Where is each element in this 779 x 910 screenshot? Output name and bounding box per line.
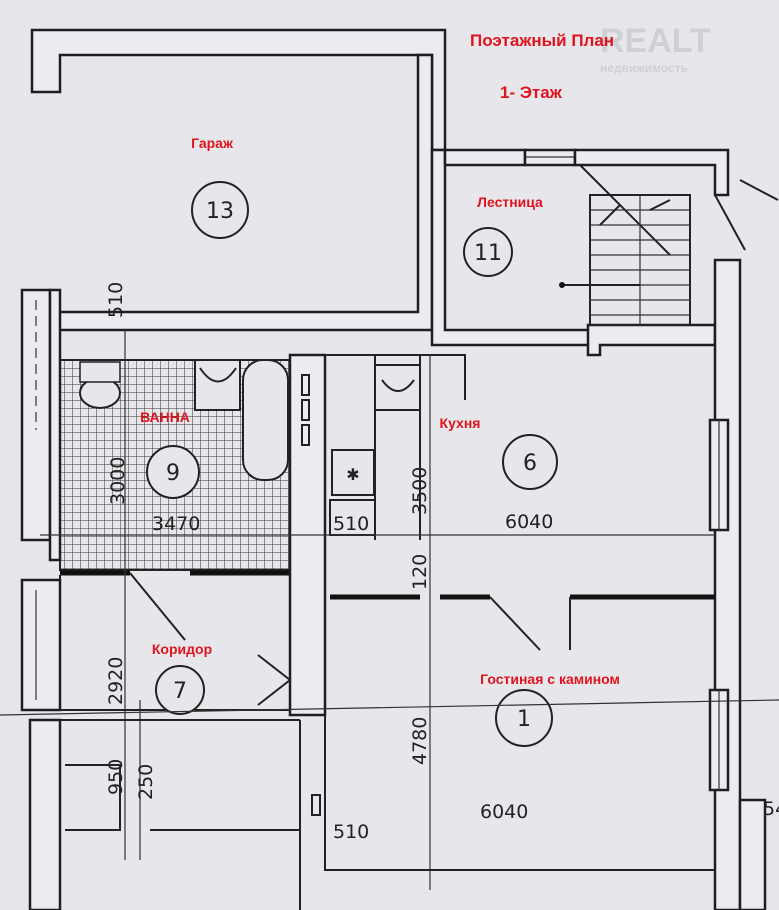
kitchen-sink-icon [374, 364, 421, 411]
dim-bath-height: 3000 [107, 457, 129, 505]
dim-living-height: 4780 [409, 717, 431, 765]
room-label-living: Гостиная с камином [480, 671, 620, 687]
bathtub-icon [242, 359, 289, 481]
dimension-lines [40, 330, 715, 890]
room-number-kitchen: 6 [523, 451, 537, 476]
sink-icon [194, 359, 241, 411]
stove-star-icon: ✱ [346, 467, 359, 484]
dim-living-width: 6040 [480, 801, 528, 823]
dim-wall-top: 510 [105, 282, 127, 318]
dim-kitchen-stub: 510 [333, 513, 369, 535]
watermark-sub: недвижимость [600, 61, 688, 75]
bathroom: 9 ВАННА [48, 288, 291, 641]
plan-title: Поэтажный План [470, 31, 614, 50]
stairs-room: 11 Лестница [463, 194, 543, 277]
watermark-brand: REALT [600, 22, 711, 60]
lower-section [0, 699, 779, 910]
stair-walls [430, 148, 779, 357]
room-number-bath: 9 [166, 461, 180, 486]
room-label-corridor: Коридор [152, 641, 212, 657]
dim-kitchen-width: 6040 [505, 511, 553, 533]
room-number-corridor: 7 [173, 679, 187, 704]
dimension-labels: 510 3000 3470 510 3500 6040 120 2920 478… [105, 282, 779, 843]
living-room: 1 Гостиная с камином [311, 594, 715, 871]
room-label-stairs: Лестница [477, 194, 543, 210]
stair-steps [590, 195, 690, 325]
room-label-bath: ВАННА [140, 409, 190, 425]
room-label-kitchen: Кухня [440, 415, 481, 431]
corridor: 7 Коридор [20, 575, 292, 715]
room-label-garage: Гараж [191, 135, 234, 151]
dim-corridor-height: 2920 [105, 657, 127, 705]
room-number-stairs: 11 [474, 241, 502, 266]
stair-start-dot [559, 282, 565, 288]
right-exterior-wall [708, 258, 767, 910]
dim-right-edge: 54 [763, 798, 779, 820]
dim-partition: 120 [409, 554, 431, 590]
floor-label: 1- Этаж [500, 83, 563, 102]
dim-lower-a: 950 [105, 759, 127, 795]
watermark: REALT недвижимость [600, 22, 711, 75]
dim-bath-width: 3470 [152, 513, 200, 535]
room-number-living: 1 [517, 707, 531, 732]
garage-room: 13 Гараж [191, 135, 249, 239]
dim-kitchen-height: 3500 [409, 467, 431, 515]
room-number-garage: 13 [206, 199, 234, 224]
dim-lower-b: 250 [135, 764, 157, 800]
dim-lower-wall: 510 [333, 821, 369, 843]
stove-icon [331, 449, 375, 496]
kitchen: ✱ 6 Кухня [325, 354, 558, 540]
